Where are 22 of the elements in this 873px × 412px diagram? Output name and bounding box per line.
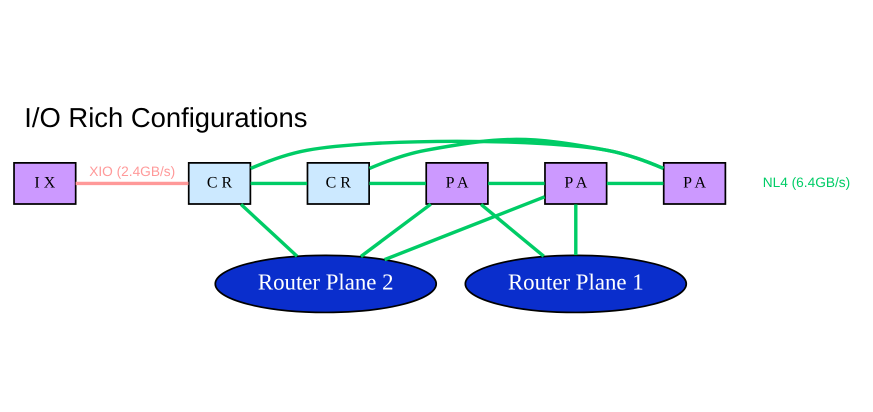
label: NL4 (6.4GB/s): [762, 174, 850, 190]
connector: [360, 202, 432, 258]
node-ellipse: Router Plane 1: [464, 254, 688, 313]
node-ellipse: Router Plane 2: [214, 254, 438, 313]
node-box: C R: [188, 162, 252, 204]
connector: [240, 202, 298, 257]
node-box: P A: [425, 162, 489, 204]
connector: [574, 204, 578, 255]
node-box: P A: [662, 162, 726, 204]
node-box: C R: [306, 162, 370, 204]
connector: [250, 181, 308, 185]
connector: [76, 181, 188, 185]
connector: [368, 137, 664, 170]
node-box: P A: [544, 162, 608, 204]
edge-label: XIO (2.4GB/s): [89, 164, 176, 179]
connector: [384, 194, 546, 261]
node-box: I X: [13, 162, 77, 204]
connector: [369, 181, 426, 185]
diagram-title: I/O Rich Configurations: [24, 102, 308, 133]
connector: [480, 202, 545, 258]
connector: [488, 181, 545, 185]
connector: [606, 181, 664, 185]
